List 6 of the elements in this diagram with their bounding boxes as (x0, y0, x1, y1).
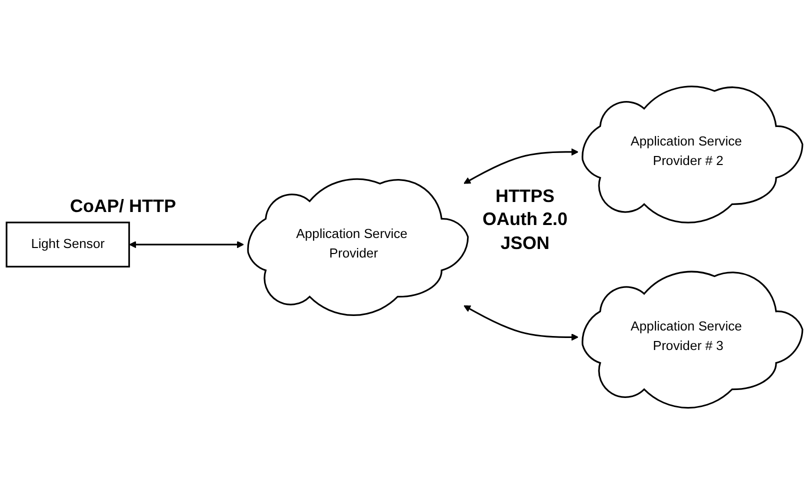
protocol-label: CoAP/ HTTP (70, 195, 176, 218)
arrow (464, 148, 578, 184)
protocol-label: HTTPS OAuth 2.0 JSON (481, 185, 568, 255)
node-box: Light Sensor (6, 222, 130, 268)
arrow (464, 306, 578, 342)
arrow (129, 241, 244, 248)
